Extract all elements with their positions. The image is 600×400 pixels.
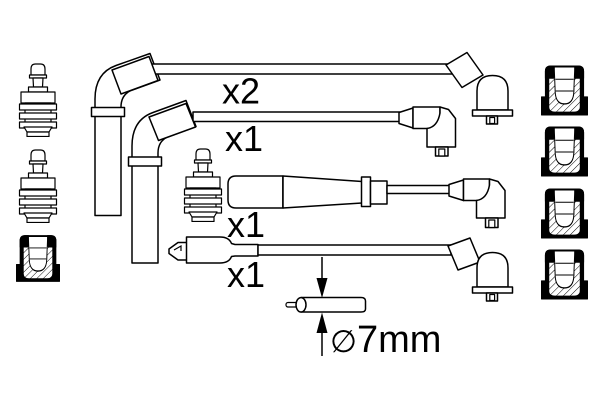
- cable-3-quantity-label: x1: [227, 204, 265, 245]
- distributor-boot-icon: [16, 235, 60, 282]
- distributor-boot-icon: [541, 249, 588, 300]
- cable-1-quantity-label: x2: [222, 71, 260, 112]
- distributor-boot-icon: [541, 126, 588, 177]
- ignition-cable-3: [227, 175, 506, 229]
- cable-4-quantity-label: x1: [227, 254, 265, 295]
- ignition-cable-1: [90, 51, 514, 217]
- cable-diameter-detail: ∅7mm: [285, 257, 441, 361]
- ignition-cable-4: [168, 236, 514, 302]
- cable-2-quantity-label: x1: [225, 118, 263, 159]
- diameter-dimension-label: ∅7mm: [330, 319, 441, 361]
- spark-plug-boot-icon: [18, 149, 58, 223]
- distributor-boot-icon: [541, 188, 588, 239]
- distributor-boot-icon: [541, 65, 588, 116]
- ignition-cable-2: [127, 99, 457, 264]
- arrow-down-icon: [316, 278, 328, 298]
- spark-plug-boot-icon: [18, 63, 58, 137]
- cable-section-cylinder: [300, 296, 367, 313]
- spark-plug-boot-icon: [183, 148, 223, 222]
- arrow-up-icon: [316, 312, 328, 333]
